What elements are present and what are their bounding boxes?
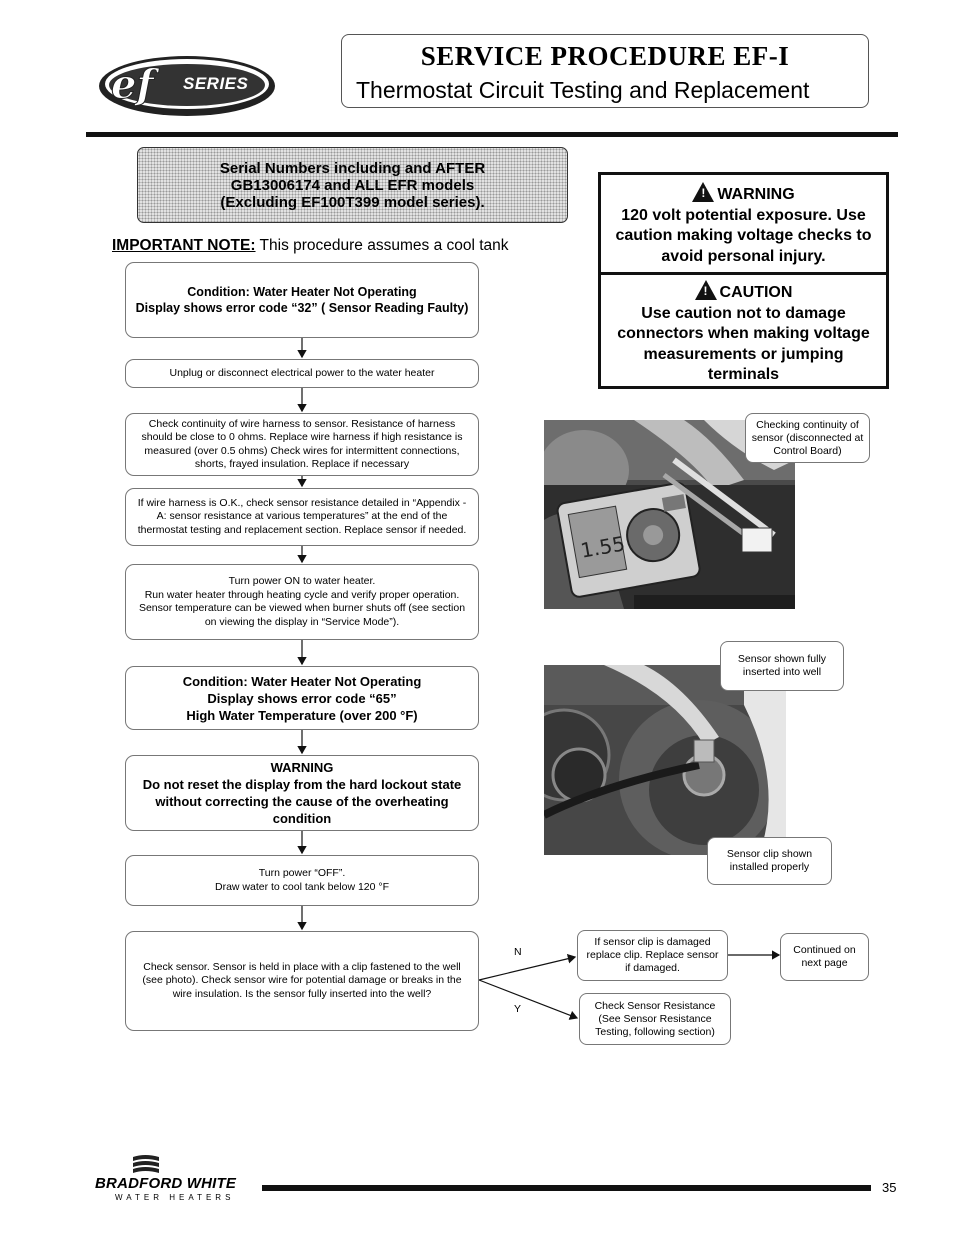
- warning-icon: !: [692, 182, 715, 202]
- warning-text: 120 volt potential exposure. Use caution…: [615, 206, 872, 265]
- header-divider: [86, 132, 898, 137]
- important-note-text: This procedure assumes a cool tank: [259, 237, 509, 254]
- flow-continued-next-page: Continued on next page: [780, 933, 869, 981]
- flow-step-text: If sensor clip is damaged replace clip. …: [586, 936, 719, 974]
- logo-series-text: SERIES: [183, 74, 249, 93]
- flow-step-text: If wire harness is O.K., check sensor re…: [137, 496, 467, 536]
- flow-step-text: Condition: Water Heater Not Operating Di…: [135, 284, 469, 316]
- flow-step-text: Condition: Water Heater Not Operating Di…: [182, 673, 422, 723]
- flow-step-check-harness: Check continuity of wire harness to sens…: [125, 413, 479, 476]
- caution-box: !CAUTION Use caution not to damage conne…: [598, 272, 889, 389]
- serial-line-2: GB13006174 and ALL EFR models: [230, 177, 475, 194]
- flow-branch-check-resistance: Check Sensor Resistance (See Sensor Resi…: [579, 993, 731, 1045]
- serial-number-notice: Serial Numbers including and AFTER GB130…: [137, 147, 568, 223]
- footer-divider: [262, 1185, 871, 1191]
- important-note-label: IMPORTANT NOTE:: [112, 237, 256, 254]
- serial-line-1: Serial Numbers including and AFTER: [219, 160, 486, 177]
- flow-step-condition-65: Condition: Water Heater Not Operating Di…: [125, 666, 479, 730]
- flow-step-power-off: Turn power “OFF”. Draw water to cool tan…: [125, 855, 479, 906]
- serial-line-3: (Excluding EF100T399 model series).: [220, 194, 485, 211]
- page-subtitle: Thermostat Circuit Testing and Replaceme…: [356, 77, 810, 103]
- caution-icon: !: [694, 280, 717, 300]
- callout-text: Sensor shown fully inserted into well: [737, 653, 827, 678]
- branch-label-n: N: [514, 946, 522, 958]
- warning-box: !WARNING 120 volt potential exposure. Us…: [598, 172, 889, 275]
- callout-text: Checking continuity of sensor (disconnec…: [751, 418, 864, 457]
- flow-step-check-sensor-resistance: If wire harness is O.K., check sensor re…: [125, 488, 479, 546]
- flow-branch-replace-clip: If sensor clip is damaged replace clip. …: [577, 930, 728, 981]
- callout-text: Sensor clip shown installed properly: [726, 848, 813, 873]
- flow-step-power-on: Turn power ON to water heater. Run water…: [125, 564, 479, 640]
- flow-step-unplug: Unplug or disconnect electrical power to…: [125, 359, 479, 388]
- branch-label-y: Y: [514, 1003, 522, 1015]
- brand-name: BRADFORD WHITE: [95, 1175, 237, 1192]
- photo-sensor-well: [544, 665, 786, 855]
- warning-title: WARNING: [717, 186, 795, 203]
- flow-step-text: WARNING Do not reset the display from th…: [142, 760, 462, 826]
- flow-step-text: Continued on next page: [793, 944, 856, 969]
- flow-step-text: Check continuity of wire harness to sens…: [141, 417, 463, 471]
- flow-step-text: Turn power “OFF”. Draw water to cool tan…: [214, 867, 390, 893]
- caution-text: Use caution not to damage connectors whe…: [617, 304, 870, 384]
- flow-step-text: Check sensor. Sensor is held in place wi…: [142, 960, 462, 1000]
- flow-step-check-sensor: Check sensor. Sensor is held in place wi…: [125, 931, 479, 1031]
- flow-step-text: Unplug or disconnect electrical power to…: [169, 366, 435, 379]
- callout-continuity: Checking continuity of sensor (disconnec…: [745, 413, 870, 463]
- page-title: SERVICE PROCEDURE EF-I: [420, 41, 790, 71]
- caution-title: CAUTION: [719, 284, 793, 301]
- flow-step-warning-lockout: WARNING Do not reset the display from th…: [125, 755, 479, 831]
- flow-step-condition-32: Condition: Water Heater Not Operating Di…: [125, 262, 479, 338]
- flow-step-text: Turn power ON to water heater. Run water…: [138, 575, 466, 628]
- brand-tagline: WATER HEATERS: [115, 1193, 235, 1202]
- bradford-white-logo: BRADFORD WHITE WATER HEATERS: [95, 1153, 260, 1205]
- ef-series-logo: ef SERIES: [97, 50, 287, 120]
- important-note: IMPORTANT NOTE: This procedure assumes a…: [112, 237, 509, 255]
- callout-sensor-clip: Sensor clip shown installed properly: [707, 837, 832, 885]
- svg-text:ef: ef: [111, 61, 159, 108]
- title-box: SERVICE PROCEDURE EF-I Thermostat Circui…: [341, 34, 869, 108]
- page-number: 35: [882, 1180, 897, 1195]
- callout-sensor-inserted: Sensor shown fully inserted into well: [720, 641, 844, 691]
- flow-step-text: Check Sensor Resistance (See Sensor Resi…: [594, 999, 716, 1038]
- flag-icon: [133, 1155, 159, 1173]
